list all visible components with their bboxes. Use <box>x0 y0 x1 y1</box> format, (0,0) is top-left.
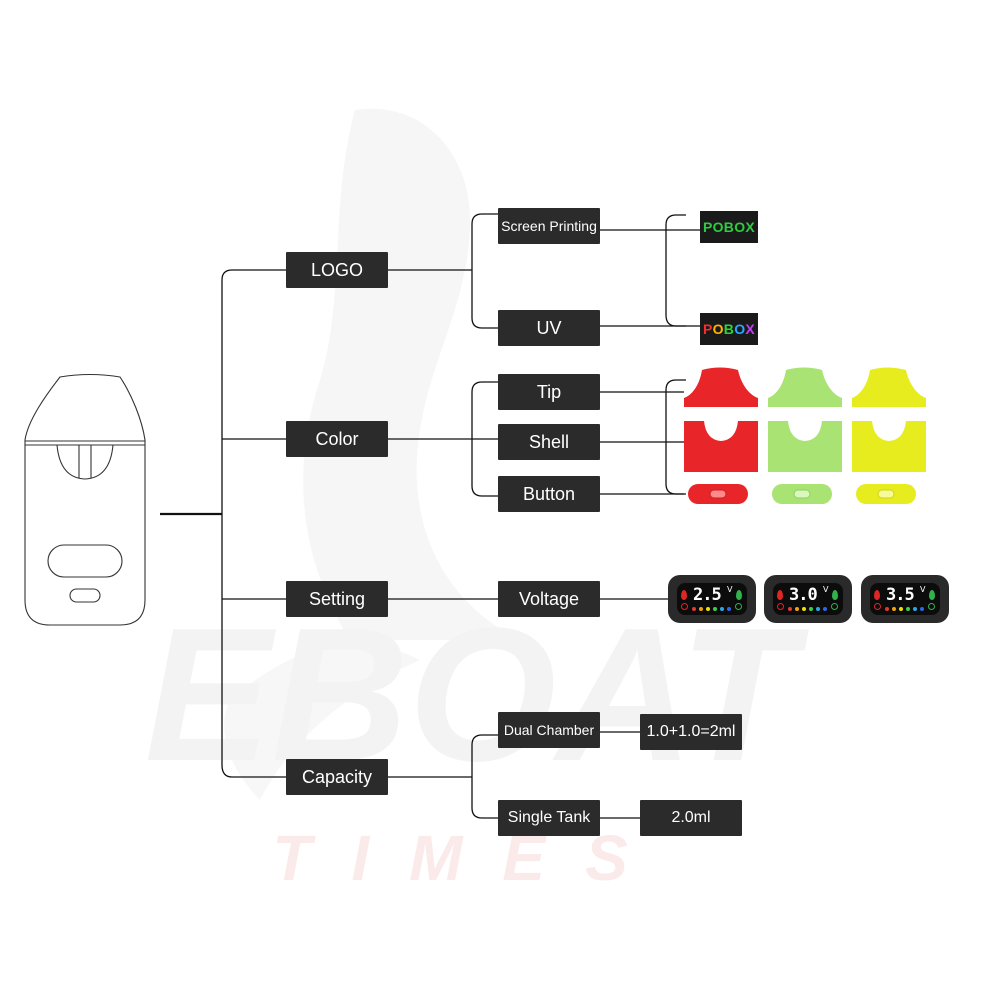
uv-letter: O <box>734 321 746 337</box>
voltage-unit: V <box>823 585 829 594</box>
value-dual-chamber: 1.0+1.0=2ml <box>640 714 742 750</box>
level-dot <box>913 607 917 611</box>
level-dot <box>892 607 896 611</box>
level-dots <box>692 607 731 611</box>
level-dot <box>802 607 806 611</box>
logo-sample-uv: POBOX <box>700 313 758 345</box>
voltage-value: 3.0 <box>789 585 818 605</box>
logo-sample-uv-text: POBOX <box>703 321 755 337</box>
watermark-sub-text: TIMES <box>272 822 668 894</box>
category-logo: LOGO <box>286 252 388 288</box>
level-dot <box>692 607 696 611</box>
option-button: Button <box>498 476 600 512</box>
level-dot <box>823 607 827 611</box>
level-dot <box>795 607 799 611</box>
level-dot <box>809 607 813 611</box>
button-swatch-inner <box>877 489 895 499</box>
category-color: Color <box>286 421 388 457</box>
logo-sample-text: POBOX <box>702 219 756 235</box>
uv-letter: O <box>712 321 724 337</box>
level-dot <box>706 607 710 611</box>
level-dot <box>920 607 924 611</box>
option-shell: Shell <box>498 424 600 460</box>
option-screen-printing: Screen Printing <box>498 208 600 244</box>
category-capacity: Capacity <box>286 759 388 795</box>
option-dual-chamber: Dual Chamber <box>498 712 600 748</box>
level-dot <box>713 607 717 611</box>
voltage-unit: V <box>727 585 733 594</box>
uv-letter: B <box>723 321 735 337</box>
voltage-value: 2.5 <box>693 585 722 605</box>
level-dot <box>720 607 724 611</box>
level-dot <box>906 607 910 611</box>
button-swatch-inner <box>793 489 811 499</box>
option-single-tank: Single Tank <box>498 800 600 836</box>
shell-swatch-yellow <box>852 421 926 472</box>
shell-swatch-red <box>684 421 758 472</box>
tip-swatch-red <box>684 367 758 407</box>
device-outline <box>24 373 146 626</box>
shell-swatch-light-green <box>768 421 842 472</box>
level-dot <box>885 607 889 611</box>
level-dots <box>788 607 827 611</box>
category-setting: Setting <box>286 581 388 617</box>
voltage-unit: V <box>920 585 926 594</box>
button-swatch-inner <box>709 489 727 499</box>
watermark: EBOAT TIMES <box>145 108 810 894</box>
voltage-screen-2: 3.0 V <box>764 575 852 623</box>
voltage-value: 3.5 <box>886 585 915 605</box>
logo-sample-screen-printing: POBOX <box>700 211 758 243</box>
level-dot <box>788 607 792 611</box>
voltage-screen-3: 3.5 V <box>861 575 949 623</box>
option-voltage: Voltage <box>498 581 600 617</box>
voltage-screen-1: 2.5 V <box>668 575 756 623</box>
level-dot <box>727 607 731 611</box>
value-single-tank: 2.0ml <box>640 800 742 836</box>
tip-swatch-light-green <box>768 367 842 407</box>
option-uv: UV <box>498 310 600 346</box>
uv-letter: X <box>745 321 756 337</box>
tip-swatch-yellow <box>852 367 926 407</box>
uv-letter: P <box>702 321 713 337</box>
connector-lines <box>160 213 700 819</box>
watermark-main-text: EBOAT <box>145 589 810 801</box>
level-dot <box>699 607 703 611</box>
level-dot <box>899 607 903 611</box>
level-dots <box>885 607 924 611</box>
level-dot <box>816 607 820 611</box>
color-swatches <box>684 367 926 504</box>
option-tip: Tip <box>498 374 600 410</box>
